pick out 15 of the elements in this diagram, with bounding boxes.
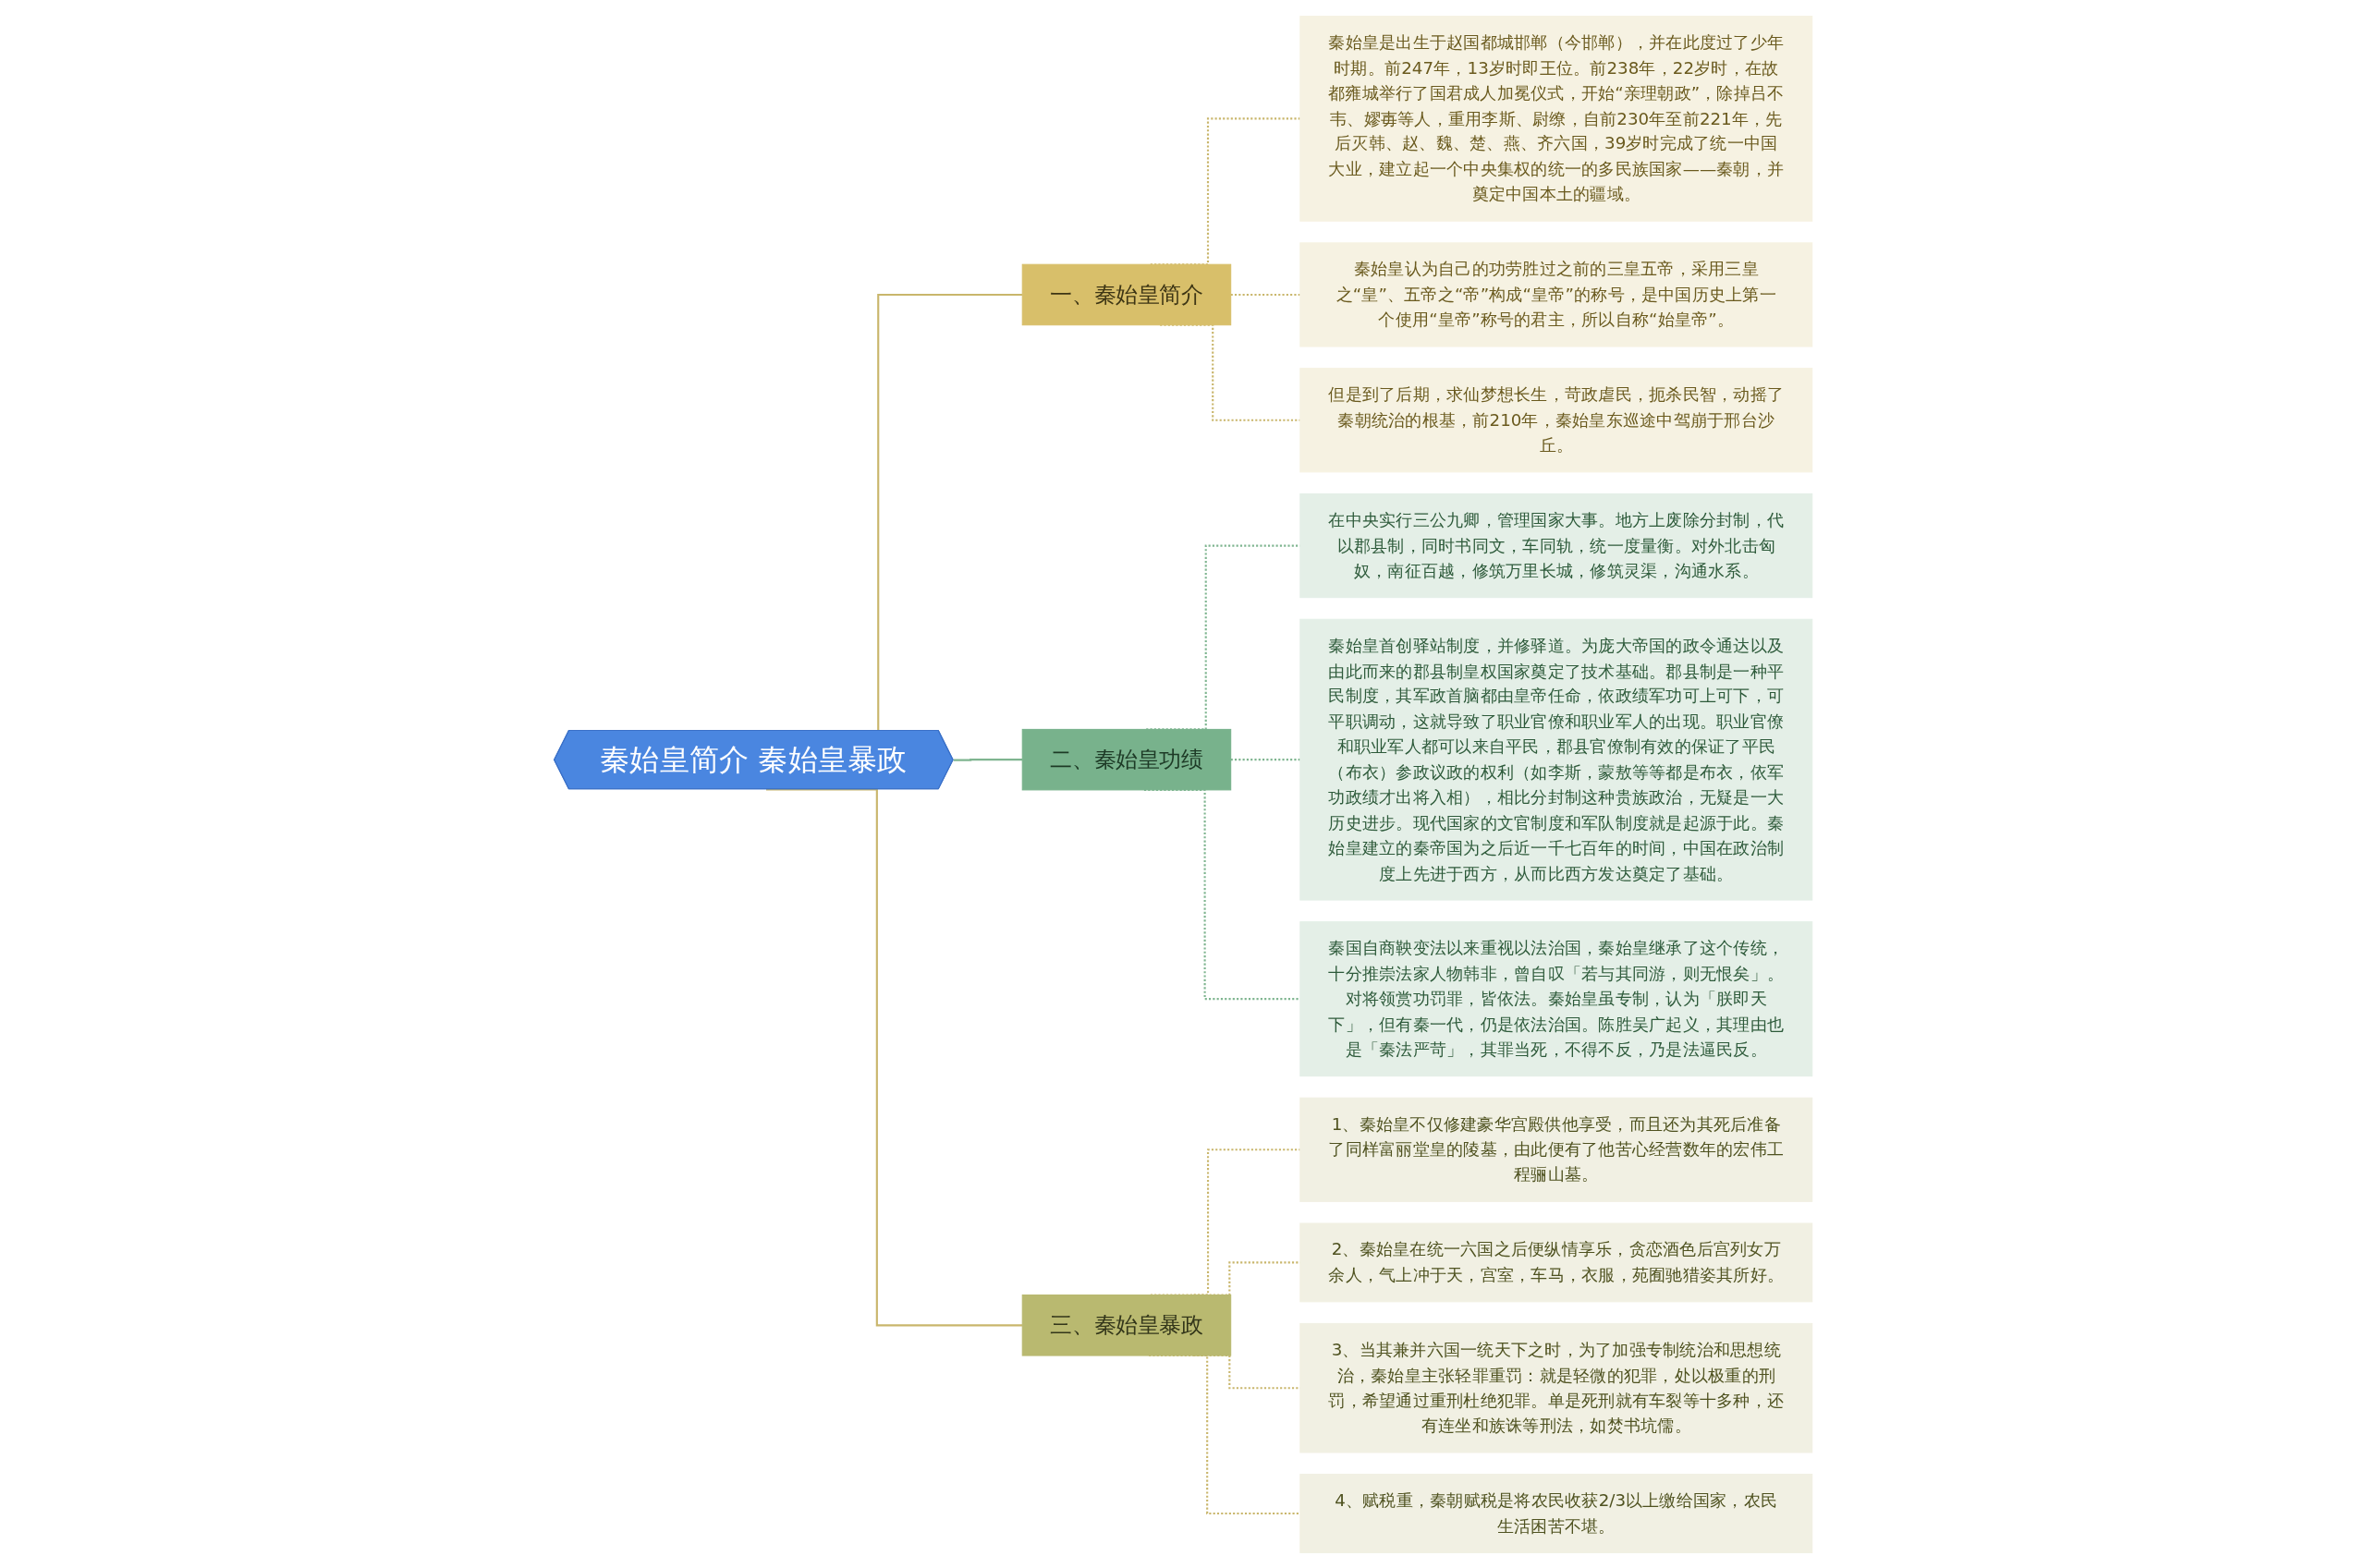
node-box: 秦始皇认为自己的功劳胜过之前的三皇五帝，采用三皇之“皇”、五帝之“帝”构成“皇帝”的称号，是中国历史上第一个使用“皇帝”称号的君主，所以自称“始皇帝”。 [1299, 241, 1813, 347]
node-box: 但是到了后期，求仙梦想长生，苛政虐民，扼杀民智，动摇了秦朝统治的根基，前210年，秦始皇东巡途中驾崩于邢台沙丘。 [1299, 367, 1813, 472]
node-box: 1、秦始皇不仅修建豪华宫殿供他享受，而且还为其死后准备了同样富丽堂皇的陵墓，由此便有了他苦心经营数年的宏伟工程骊山墓。 [1299, 1097, 1813, 1202]
connector [765, 787, 1023, 1326]
node-box: 一、秦始皇简介 [1021, 263, 1232, 325]
connector [953, 758, 1023, 761]
node-box: 2、秦始皇在统一六国之后便纵情享乐，贪恋酒色后宫列女万余人，气上冲于天，宫室，车马，衣服，苑囿驰猎姿其所好。 [1299, 1222, 1813, 1302]
node-box: 秦国自商鞅变法以来重视以法治国，秦始皇继承了这个传统，十分推崇法家人物韩非，曾自叹「若与其同游，则无恨矣」。对将领赏功罚罪，皆依法。秦始皇虽专制，认为「朕即天下」，但有秦一代，仍是依法治国。陈胜吴广起义，其理由也是「秦法严苛」，其罪当死，不得不反，乃是法逼民反。 [1299, 920, 1813, 1076]
node-box: 在中央实行三公九卿，管理国家大事。地方上废除分封制，代以郡县制，同时书同文，车同轨，统一度量衡。对外北击匈奴，南征百越，修筑万里长城，修筑灵渠，沟通水系。 [1299, 492, 1813, 598]
node-box: 秦始皇首创驿站制度，并修驿道。为庞大帝国的政令通达以及由此而来的郡县制皇权国家奠定了技术基础。郡县制是一种平民制度，其军政首脑都由皇帝任命，依政绩军功可上可下，可平职调动，这就导致了职业官僚和职业军人的出现。职业官僚和职业军人都可以来自平民，郡县官僚制有效的保证了平民（布衣）参政议政的权利（如李斯，蒙敖等等都是布衣，依军功政绩才出将入相），相比分封制这种贵族政治，无疑是一大历史进步。现代国家的文官制度和军队制度就是起源于此。秦始皇建立的秦帝国为之后近一千七百年的时间，中国在政治制度上先进于西方，从而比西方发达奠定了基础。 [1299, 618, 1813, 901]
node-box: 4、赋税重，秦朝赋税是将农民收获2/3以上缴给国家，农民生活困苦不堪。 [1299, 1473, 1813, 1553]
node-box: 秦始皇是出生于赵国都城邯郸（今邯郸），并在此度过了少年时期。前247年，13岁时即王位。前238年，22岁时，在故都雍城举行了国君成人加冕仪式，开始“亲理朝政”，除掉吕不韦、嫪毐等人，重用李斯、尉缭，自前230年至前221年，先后灭韩、赵、魏、楚、燕、齐六国，39岁时完成了统一中国大业，建立起一个中央集权的统一的多民族国家——秦朝，并奠定中国本土的疆域。 [1299, 15, 1813, 222]
node-box: 3、当其兼并六国一统天下之时，为了加强专制统治和思想统治，秦始皇主张轻罪重罚：就是轻微的犯罪，处以极重的刑罚，希望通过重刑杜绝犯罪。单是死刑就有车裂等十多种，还有连坐和族诛等刑法，如焚书坑儒。 [1299, 1322, 1813, 1453]
node-box: 三、秦始皇暴政 [1021, 1294, 1232, 1356]
node-box: 二、秦始皇功绩 [1021, 728, 1232, 790]
